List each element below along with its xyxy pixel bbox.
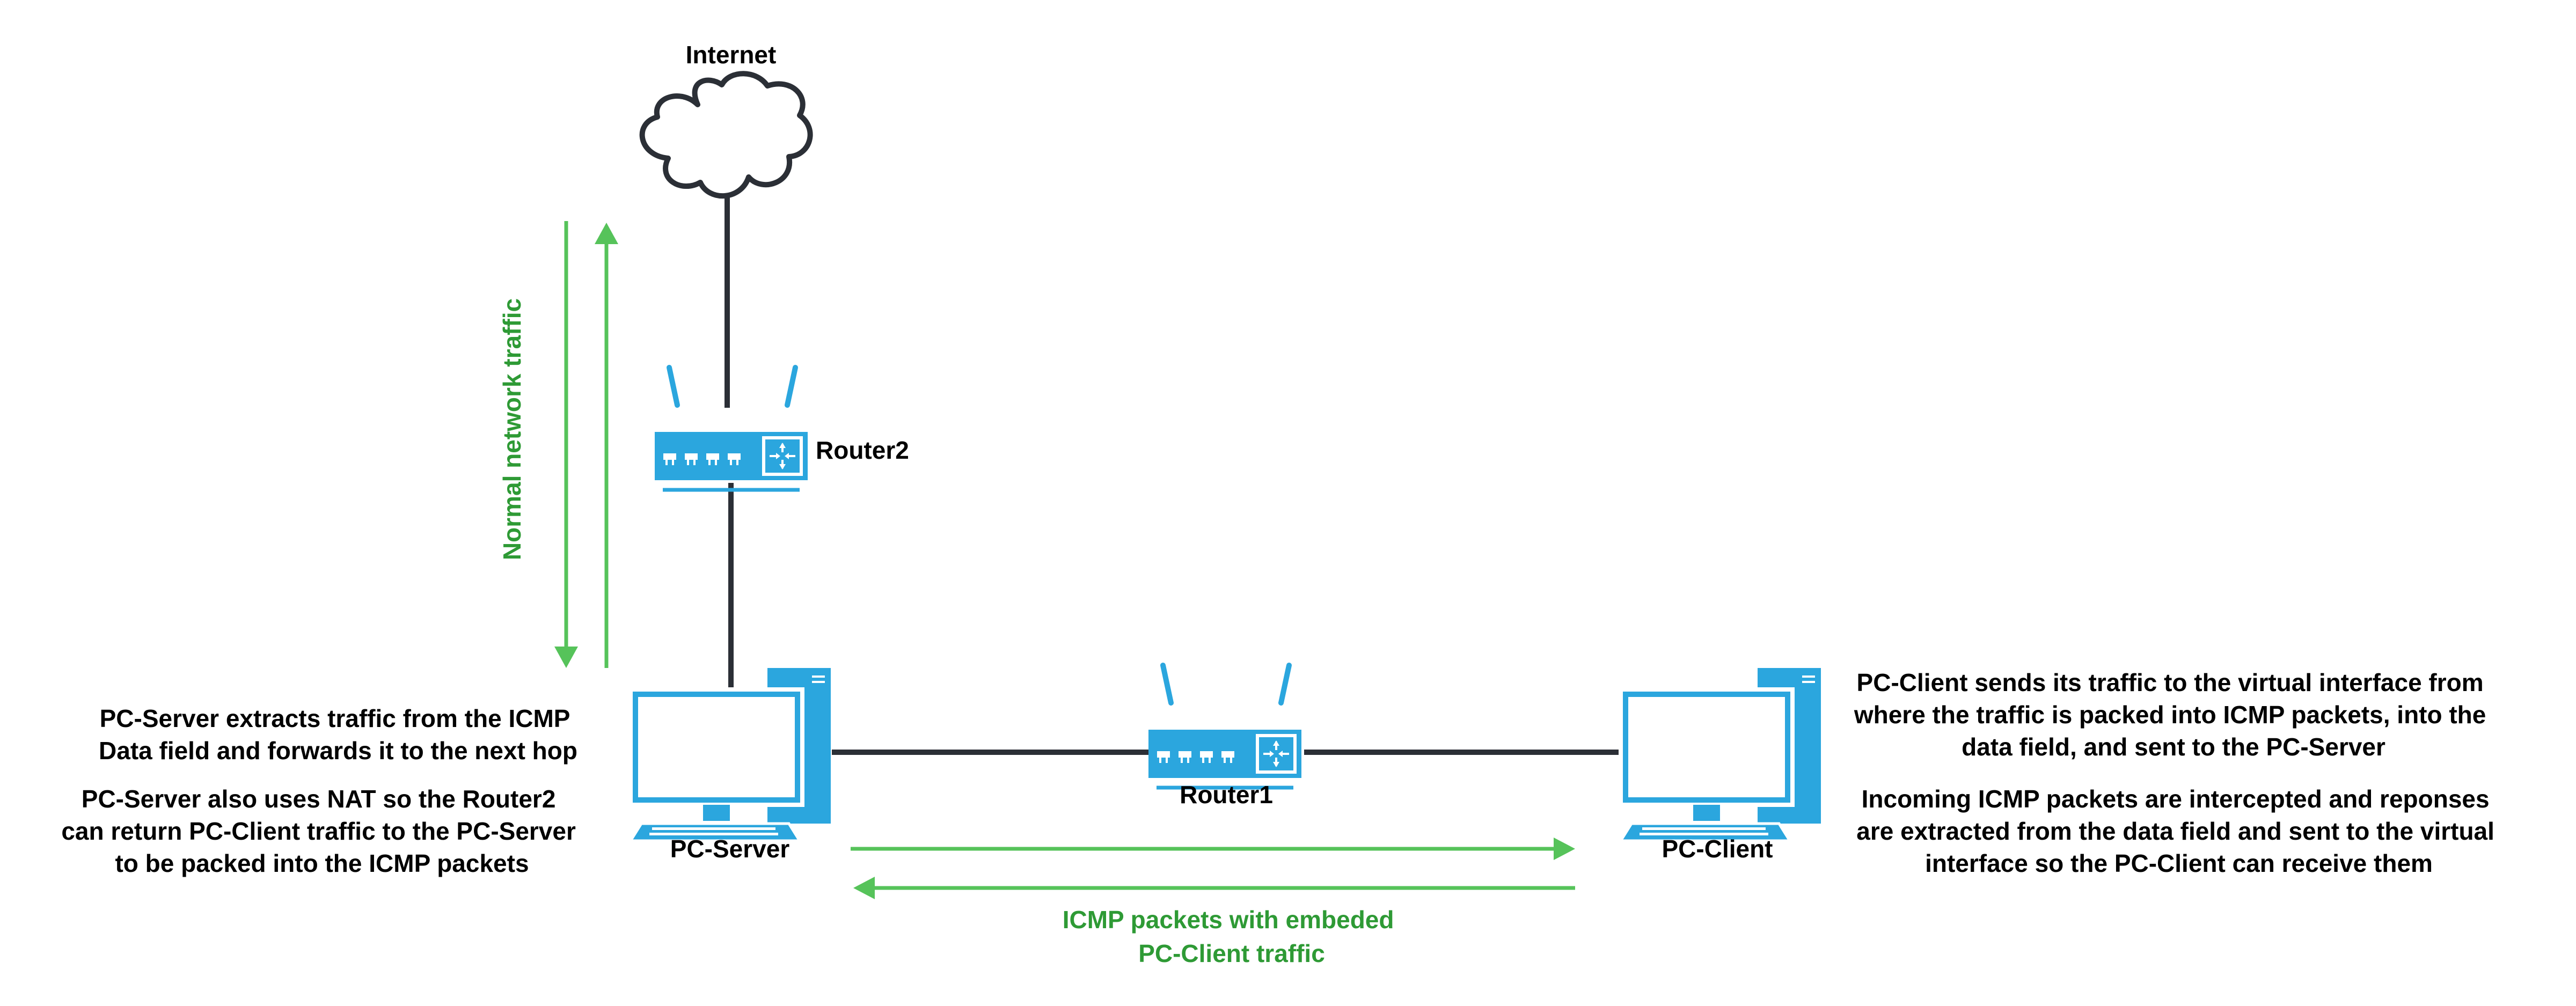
client-text-2: Incoming ICMP packets are intercepted an… bbox=[1856, 785, 2501, 877]
router-icon bbox=[1148, 665, 1301, 788]
desktop-pc-icon bbox=[1621, 668, 1821, 841]
server-text-2: PC-Server also uses NAT so the Router2 c… bbox=[61, 785, 582, 877]
server-text-1: PC-Server extracts traffic from the ICMP… bbox=[99, 704, 577, 765]
desktop-pc-icon bbox=[631, 668, 831, 841]
arrow-head-left bbox=[853, 877, 875, 899]
icmp-label-line-2: PC-Client traffic bbox=[1138, 939, 1325, 967]
pc-server-description: PC-Server extracts traffic from the ICMP… bbox=[61, 704, 582, 877]
client-text-1-line-2: where the traffic is packed into ICMP pa… bbox=[1854, 701, 2486, 729]
server-text-2-line-3: to be packed into the ICMP packets bbox=[115, 849, 529, 877]
client-text-1-line-1: PC-Client sends its traffic to the virtu… bbox=[1857, 669, 2484, 696]
links bbox=[724, 196, 1623, 755]
router1-node: Router1 bbox=[1148, 665, 1301, 809]
arrow-head-up bbox=[595, 223, 618, 244]
pc-server-label: PC-Server bbox=[670, 835, 790, 863]
internet-node: Internet bbox=[639, 41, 813, 199]
server-text-1-line-1: PC-Server extracts traffic from the ICMP bbox=[100, 704, 570, 732]
server-text-2-line-1: PC-Server also uses NAT so the Router2 bbox=[82, 785, 556, 813]
server-text-1-line-2: Data field and forwards it to the next h… bbox=[99, 737, 577, 765]
cloud-icon bbox=[639, 71, 813, 199]
pc-client-description: PC-Client sends its traffic to the virtu… bbox=[1854, 669, 2501, 877]
router-icon bbox=[655, 368, 808, 490]
server-text-2-line-2: can return PC-Client traffic to the PC-S… bbox=[61, 817, 576, 845]
client-text-2-line-1: Incoming ICMP packets are intercepted an… bbox=[1862, 785, 2490, 813]
internet-label: Internet bbox=[686, 41, 777, 69]
client-text-1: PC-Client sends its traffic to the virtu… bbox=[1854, 669, 2493, 761]
client-text-1-line-3: data field, and sent to the PC-Server bbox=[1962, 733, 2385, 761]
router1-label: Router1 bbox=[1180, 781, 1273, 809]
icmp-label-line-1: ICMP packets with embeded bbox=[1063, 906, 1394, 934]
normal-traffic-label: Normal network traffic bbox=[498, 298, 526, 560]
icmp-arrows: ICMP packets with embeded PC-Client traf… bbox=[851, 838, 1575, 967]
arrow-head-right bbox=[1554, 838, 1575, 860]
pc-client-label: PC-Client bbox=[1662, 835, 1773, 863]
pc-client-node: PC-Client bbox=[1621, 668, 1821, 863]
normal-traffic-arrows: Normal network traffic bbox=[498, 221, 618, 668]
client-text-2-line-3: interface so the PC-Client can receive t… bbox=[1925, 849, 2433, 877]
icmp-label: ICMP packets with embeded PC-Client traf… bbox=[1063, 906, 1401, 967]
pc-server-node: PC-Server bbox=[631, 668, 831, 863]
router2-node: Router2 bbox=[655, 368, 909, 490]
arrow-head-down bbox=[554, 647, 578, 668]
client-text-2-line-2: are extracted from the data field and se… bbox=[1856, 817, 2494, 845]
router2-label: Router2 bbox=[816, 436, 909, 464]
